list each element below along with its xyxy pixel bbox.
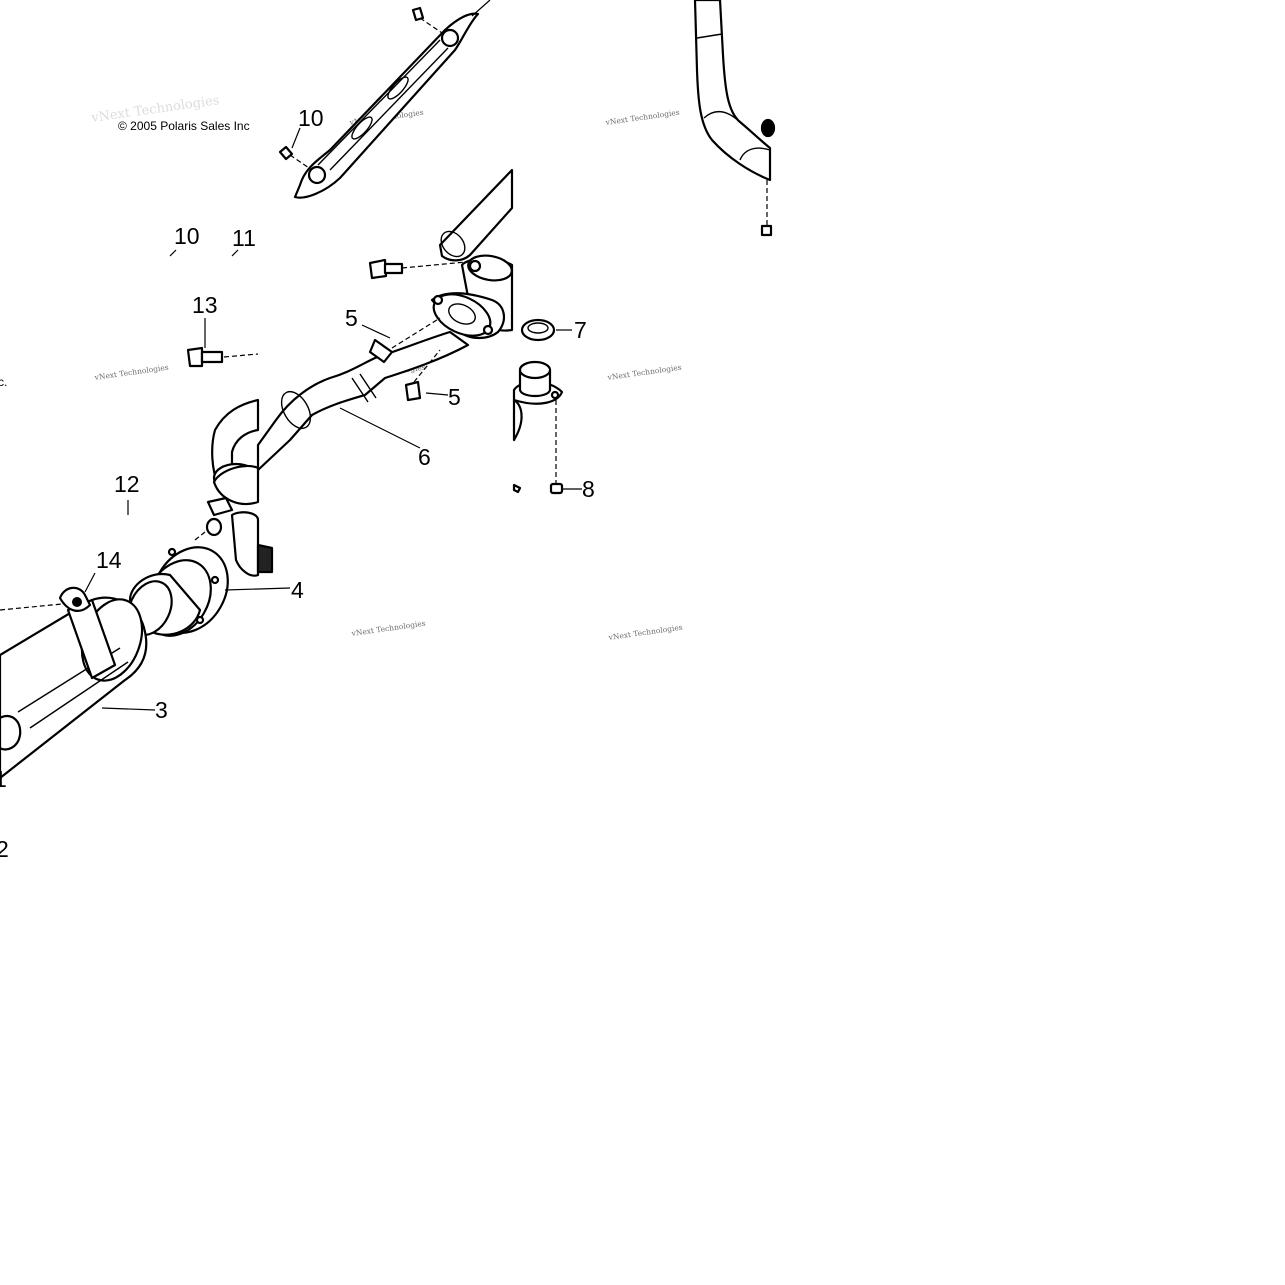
callout-5-lower: 5: [448, 384, 461, 410]
callout-8: 8: [582, 476, 595, 502]
header-pipe-upper-right: [693, 0, 776, 237]
watermark-4: vNext Technologies: [93, 363, 169, 382]
callout-7: 7: [574, 317, 587, 343]
exhaust-outlet-flange: [512, 360, 564, 442]
copyright-text: © 2005 Polaris Sales Inc: [118, 119, 250, 133]
muffler: [0, 586, 148, 780]
callout-4: 4: [291, 577, 304, 603]
bolt-5-upper: [368, 317, 441, 364]
gasket-7: [520, 318, 556, 342]
callout-10-top: 10: [298, 105, 324, 131]
watermark-3: vNext Technologies: [604, 108, 680, 127]
callouts: 10 10 11 13 5 5 7 6 8 12 14 4 3 1 2: [0, 105, 595, 862]
nut-8: [512, 400, 564, 495]
bolt-13: [186, 346, 259, 368]
callout-6: 6: [418, 444, 431, 470]
copyright-fragment: c.: [0, 375, 7, 389]
leader-lines: [84, 127, 582, 711]
callout-11: 11: [232, 225, 256, 251]
bolt-5-lower: [404, 349, 441, 402]
callout-13: 13: [192, 292, 218, 318]
watermark-9: vNext Technologies: [607, 623, 683, 642]
callout-3: 3: [155, 697, 168, 723]
callout-5-upper: 5: [345, 305, 358, 331]
bolt-flange-top: [368, 258, 467, 280]
heat-shield-bracket: [278, 0, 491, 199]
callout-10: 10: [174, 223, 200, 249]
callout-2: 2: [0, 836, 9, 862]
callout-14: 14: [96, 547, 122, 573]
watermark-6: vNext Technologies: [606, 363, 682, 382]
callout-12: 12: [114, 471, 140, 497]
watermark-8: vNext Technologies: [350, 619, 426, 638]
pipe-joint: [194, 496, 274, 577]
callout-1: 1: [0, 766, 7, 792]
header-pipe: [211, 168, 514, 506]
